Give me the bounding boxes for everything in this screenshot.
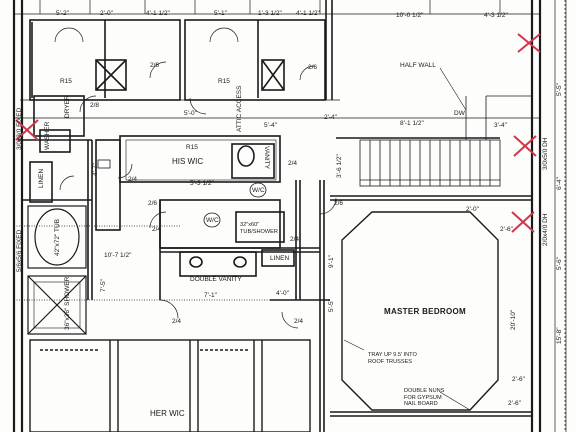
vanity-label: VANITY: [263, 146, 270, 169]
dimension-text: 4'-7": [92, 163, 99, 176]
interior-walls-middle: [18, 95, 330, 432]
red-x-marks: [15, 33, 541, 233]
master-bedroom-label: MASTER BEDROOM: [384, 307, 466, 316]
dimension-text: 4'-3 1/2": [484, 12, 508, 19]
dimension-text: 2'-6": [500, 226, 513, 233]
dimension-text: R15: [60, 78, 72, 85]
stairs: [336, 95, 532, 187]
dimension-text: 10'-0 1/2": [396, 12, 424, 19]
leader-lines: [343, 67, 471, 411]
dimension-text: 1'-3 1/2": [258, 10, 282, 17]
dryer-label: DRYER: [64, 95, 71, 118]
her-wic-walls: [29, 339, 532, 432]
his-wic-label: HIS WIC: [172, 157, 204, 166]
dimension-text: 2/8: [90, 102, 100, 109]
tub-shower-label: 32"x60" TUB/SHOWER: [240, 222, 278, 235]
dimension-text: 5'-2": [56, 10, 69, 17]
dimension-text: 5'-1": [214, 10, 227, 17]
dimension-text: 10'-7 1/2": [104, 252, 132, 259]
tub-and-shower: [27, 205, 87, 335]
wc-1-label: W/C: [252, 187, 265, 194]
interior-walls-upper: [29, 0, 333, 101]
dimension-text: 9'-1": [328, 255, 335, 268]
her-wic-label: HER WIC: [150, 409, 185, 418]
attic-access-label: ATTIC ACCESS: [236, 85, 243, 132]
dimension-text: 2/4: [290, 236, 300, 243]
dimension-text: 2/6: [148, 200, 158, 207]
wc-2-label: W/C: [206, 217, 219, 224]
dimension-text: 2'-4": [324, 114, 337, 121]
fixed-window-left-note: 3/0x3/0 FIXED: [16, 107, 23, 150]
double-nuns-note: DOUBLE NUNS FOR GYPSUM NAIL BOARD: [404, 388, 445, 407]
dimension-text: 8'-1 1/2": [400, 120, 424, 127]
double-vanity-label: DOUBLE VANITY: [190, 276, 242, 283]
dimension-text: 3'-4": [494, 122, 507, 129]
dimension-text: 2'-0": [466, 206, 479, 213]
dimension-text: 2/4: [294, 318, 304, 325]
fixed-window-left2-note: 5/6x5/6 FIXED: [16, 229, 23, 272]
dimension-text: 3'-6 1/2": [336, 154, 343, 178]
dimension-text: 2/6: [308, 64, 318, 71]
dimension-text: 2/4: [172, 318, 182, 325]
dimension-text: 4'-0": [276, 290, 289, 297]
dimension-text: 7'-5": [100, 279, 107, 292]
dimension-text: 2'-6": [508, 400, 521, 407]
dimension-text: 2'-6": [512, 376, 525, 383]
washer-label: WASHER: [44, 121, 51, 150]
dimension-text: R15: [186, 144, 198, 151]
dimension-text: 2/6: [150, 62, 160, 69]
dimension-text: 2/4: [128, 176, 138, 183]
tub-label: 42"x72" TUB: [54, 218, 61, 256]
linen-mid-label: LINEN: [270, 255, 290, 262]
toilet-fixtures: [97, 159, 267, 228]
dimension-lines: [14, 0, 567, 432]
dimension-text: 5'-3 1/2": [190, 180, 214, 187]
dimension-text: 2/6: [334, 200, 344, 207]
dimension-text: 2/4: [152, 226, 162, 233]
linen-left-label: LINEN: [38, 168, 45, 188]
dimension-text: 20'-10": [510, 309, 517, 330]
dimension-text: 5'-4": [264, 122, 277, 129]
dimension-text: 4'-1 1/2": [146, 10, 170, 17]
tray-note: TRAY UP 9.5' INTO ROOF TRUSSES: [368, 352, 417, 365]
door-swings: [54, 27, 337, 329]
dimension-text: 2/4: [288, 160, 298, 167]
dimension-text: 7'-1": [204, 292, 217, 299]
dimension-text: 2'-0": [100, 10, 113, 17]
dimension-text: 15'-8": [556, 327, 563, 344]
dimension-text: 4'-1 1/2": [296, 10, 320, 17]
dimension-text: 6'-4": [556, 177, 563, 190]
outer-walls: [12, 0, 542, 432]
dimension-text: 5'-5": [556, 83, 563, 96]
shower-label: 36"x36" SHOWER: [64, 276, 71, 330]
dimension-text: R15: [218, 78, 230, 85]
dimension-text: 5'-6": [556, 257, 563, 270]
dimension-text: 5'-5": [328, 299, 335, 312]
dimension-text: 5'-0": [184, 110, 197, 117]
window-right1-note: 3/0x5/0 DH: [542, 137, 549, 170]
dw-label: DW: [454, 110, 465, 117]
window-right2-note: 2/0x4/0 DH: [542, 213, 549, 246]
half-wall-label: HALF WALL: [400, 62, 436, 69]
